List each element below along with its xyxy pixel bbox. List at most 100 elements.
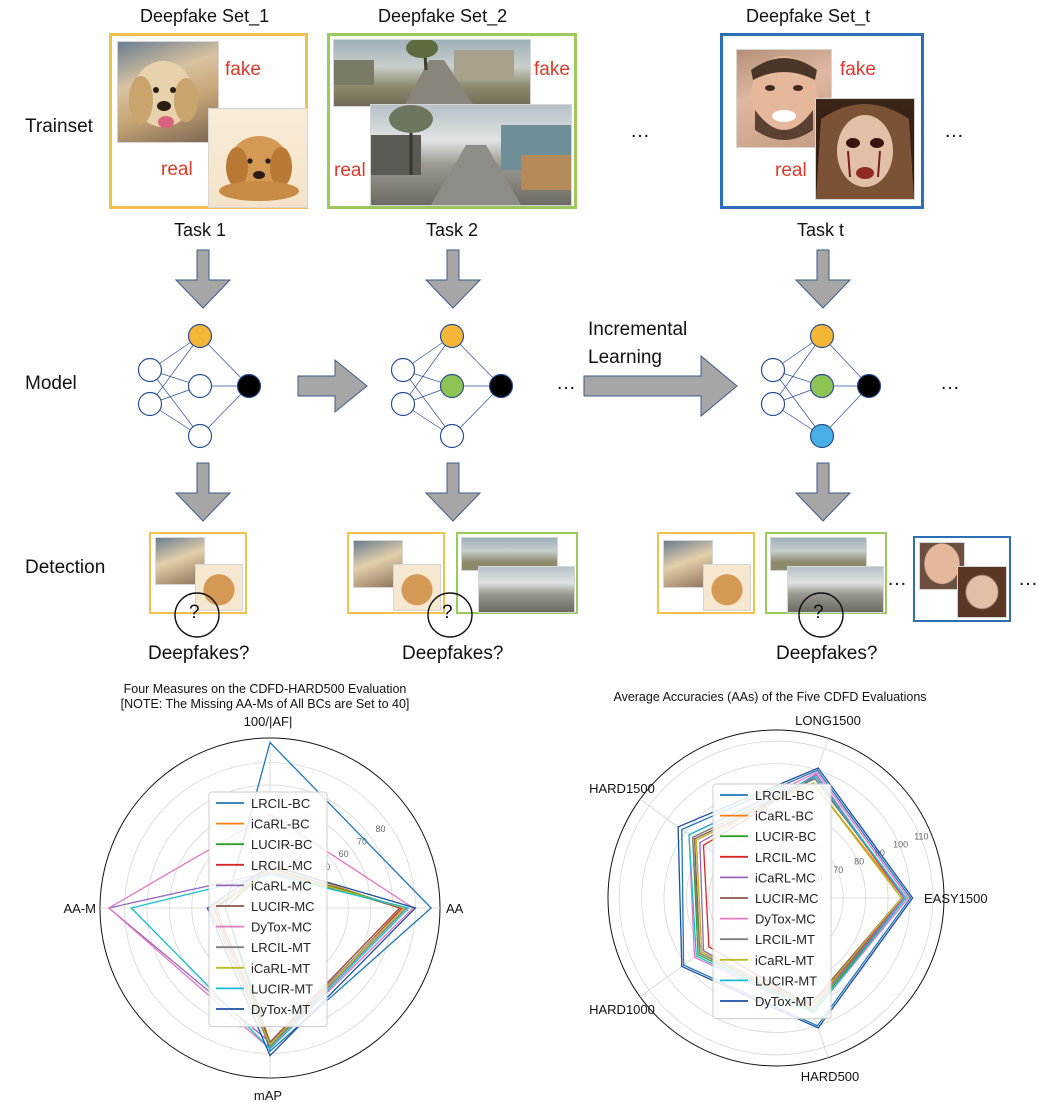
down-arrow-detect2: [425, 462, 481, 522]
deepfakes-question-2: Deepfakes?: [402, 643, 504, 664]
legend-entry: LRCIL-MT: [755, 932, 815, 947]
legend-entry: iCaRL-BC: [251, 817, 310, 832]
detect-fake-street-2: [461, 537, 558, 571]
radar-axis-label: LONG1500: [795, 713, 861, 728]
ellipsis-trainset-1: …: [630, 120, 651, 142]
trainset-frame-t: fake real: [720, 33, 924, 209]
row-label-detection: Detection: [25, 557, 106, 578]
detect-frame-t3: [913, 536, 1011, 622]
radar-right-title: Average Accuracies (AAs) of the Five CDF…: [613, 690, 927, 704]
radar-series-lucir-mt: [130, 873, 410, 1050]
radar-tick-label: 70: [833, 865, 843, 875]
fake-label-2: fake: [534, 59, 570, 80]
ellipsis-model-1: …: [556, 372, 577, 394]
legend-entry: DyTox-MT: [251, 1002, 310, 1017]
legend-entry: DyTox-MT: [755, 994, 814, 1009]
legend-entry: LRCIL-MC: [755, 850, 816, 865]
legend-entry: LRCIL-MC: [251, 858, 312, 873]
detect-frame-1: [149, 532, 247, 614]
legend-entry: LUCIR-MT: [755, 973, 817, 988]
fake-dog-image: [117, 41, 219, 143]
fake-label-t: fake: [840, 59, 876, 80]
real-label-2: real: [334, 160, 366, 181]
radar-axis-label: EASY1500: [924, 891, 988, 906]
fake-street-image: [333, 39, 531, 107]
row-label-trainset: Trainset: [25, 116, 93, 137]
question-circle-2: [427, 592, 473, 638]
radar-left-title-line1: Four Measures on the CDFD-HARD500 Evalua…: [123, 682, 407, 696]
fake-label-1: fake: [225, 59, 261, 80]
legend-entry: iCaRL-MT: [251, 961, 310, 976]
radar-tick-label: 80: [375, 824, 385, 834]
question-mark-1: ?: [189, 602, 200, 623]
radar-axis-label: mAP: [254, 1088, 282, 1103]
detect-frame-t2: [765, 532, 887, 614]
radar-tick-label: 70: [357, 836, 367, 846]
real-face-image: [815, 98, 915, 200]
real-label-t: real: [775, 160, 807, 181]
legend-entry: iCaRL-BC: [755, 809, 814, 824]
radar-axis-label: 100/|AF|: [244, 714, 293, 729]
incremental-label-1: Incremental: [588, 319, 688, 340]
radar-axis-label: HARD1000: [589, 1002, 655, 1017]
legend-entry: LUCIR-MC: [755, 891, 819, 906]
detect-real-street-t: [787, 566, 884, 613]
task-label-1: Task 1: [174, 220, 227, 240]
real-label-1: real: [161, 159, 193, 180]
legend-entry: LRCIL-BC: [251, 796, 310, 811]
detect-real-face-t: [957, 566, 1007, 618]
detect-frame-2a: [347, 532, 445, 614]
legend-entry: LRCIL-MT: [251, 940, 311, 955]
ellipsis-detect-1: …: [887, 568, 908, 590]
question-circle-1: [174, 592, 220, 638]
right-arrow-incremental: [583, 354, 738, 418]
task-label-t: Task t: [797, 220, 845, 240]
legend-entry: LRCIL-BC: [755, 788, 814, 803]
radar-axis-label: AA: [446, 901, 464, 916]
radar-left-title: Four Measures on the CDFD-HARD500 Evalua…: [70, 682, 460, 712]
diagram-graphics: [137, 249, 882, 522]
down-arrow-detect1: [175, 462, 231, 522]
radar-chart-left: 4050607080100/|AF|AAmAPAA-MLRCIL-BCiCaRL…: [64, 714, 464, 1103]
question-circle-t: [798, 592, 844, 638]
detect-real-dog-2: [393, 564, 441, 611]
detect-real-dog-t: [703, 564, 751, 611]
task-label-2: Task 2: [426, 220, 479, 240]
ellipsis-model-2: …: [940, 372, 961, 394]
detect-frame-2b: [456, 532, 578, 614]
legend-entry: iCaRL-MC: [251, 878, 312, 893]
legend-entry: DyTox-MC: [251, 920, 312, 935]
detect-real-dog-1: [195, 564, 243, 611]
set-title-t: Deepfake Set_t: [746, 6, 871, 26]
detect-real-street-2: [478, 566, 575, 613]
set-title-2: Deepfake Set_2: [378, 6, 508, 26]
radar-chart-right: 60708090100110EASY1500LONG1500HARD1500HA…: [589, 713, 988, 1084]
legend-entry: iCaRL-MT: [755, 953, 814, 968]
real-street-image: [370, 104, 572, 206]
trainset-frame-2: fake real: [327, 33, 577, 209]
radar-axis-label: HARD1500: [589, 781, 655, 796]
ellipsis-trainset-2: …: [944, 120, 965, 142]
down-arrow-taskt: [795, 249, 851, 309]
legend-entry: iCaRL-MC: [755, 870, 816, 885]
real-dog-image: [208, 108, 308, 208]
down-arrow-task2: [425, 249, 481, 309]
legend-entry: LUCIR-MC: [251, 899, 315, 914]
radar-tick-label: 60: [339, 849, 349, 859]
down-arrow-task1: [175, 249, 231, 309]
radar-axis-label: AA-M: [64, 901, 97, 916]
deepfakes-question-t: Deepfakes?: [776, 643, 878, 664]
radar-series-lrcil-bc: [681, 769, 912, 1027]
down-arrow-detectt: [795, 462, 851, 522]
network-2: [390, 323, 514, 449]
row-label-model: Model: [25, 373, 77, 394]
network-t: [760, 323, 882, 449]
question-mark-t: ?: [813, 602, 824, 623]
ellipsis-detect-2: …: [1018, 568, 1038, 590]
right-arrow-short: [297, 358, 368, 414]
radar-axis-label: HARD500: [801, 1069, 860, 1084]
legend-entry: DyTox-MC: [755, 912, 816, 927]
radar-tick-label: 80: [854, 856, 864, 866]
legend-entry: LUCIR-MT: [251, 981, 313, 996]
detect-fake-street-t: [770, 537, 867, 571]
